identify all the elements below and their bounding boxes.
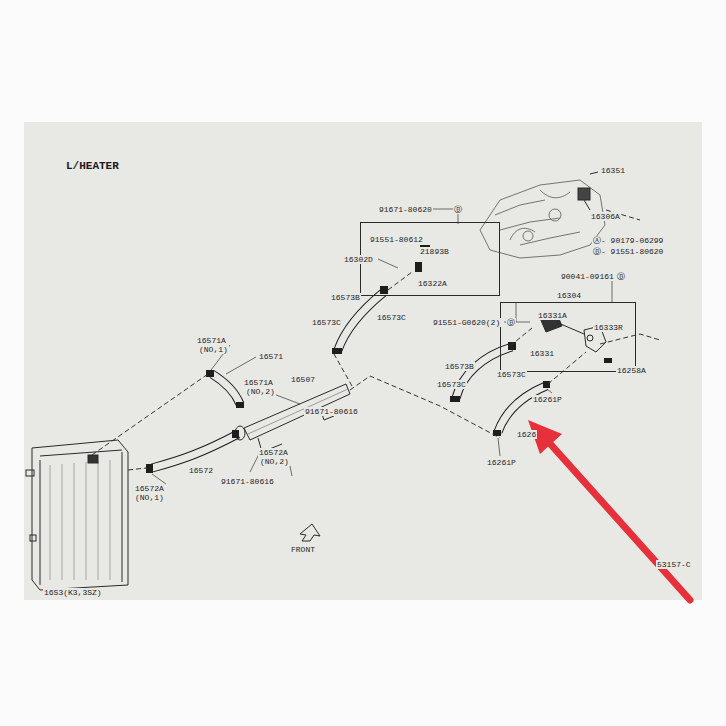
callout-number: (NO,1): [198, 345, 229, 354]
callout-number: 16573C: [436, 380, 467, 389]
group-box: 91551-80612 21893B 16322A: [360, 222, 500, 296]
callout-number: Ⓐ- 90179-06299: [592, 236, 664, 245]
callout-number: 16331A: [537, 311, 568, 320]
callout-number: 16573B: [444, 362, 475, 371]
callout-number: 16571: [258, 352, 284, 361]
callout-number: 16322A: [417, 279, 448, 288]
callout-number: 16261P: [486, 458, 517, 467]
callout-number: 91671-80616: [304, 407, 359, 416]
callout-number: 16507: [290, 375, 316, 384]
callout-number: 16571A: [196, 336, 227, 345]
callout-number: 16304: [556, 291, 582, 300]
page-title: L/HEATER: [66, 160, 119, 172]
callout-number: 91671-80616: [220, 477, 275, 486]
callout-number: 21893B: [419, 247, 450, 256]
callout-number: 91551-G0620(2): [432, 318, 501, 327]
callout-number: 16573C: [311, 318, 342, 327]
callout-number: 91671-80620: [378, 205, 433, 214]
callout-number: (NO,1): [134, 493, 165, 502]
callout-number: 1626: [516, 430, 537, 439]
callout-number: (NO,2): [259, 457, 290, 466]
callout-number: 16572A: [134, 484, 165, 493]
callout-number: 53157-C: [656, 560, 692, 569]
callout-number: 16306A: [590, 212, 621, 221]
callout-number: Ⓑ- 91551-80620: [592, 247, 664, 256]
callout-number: 16573C: [376, 313, 407, 322]
group-box: 16331A 16333R 16331: [500, 302, 636, 372]
callout-number: Ⓑ: [453, 205, 463, 214]
callout-number: (NO,2): [245, 387, 276, 396]
callout-number: 16258A: [616, 366, 647, 375]
callout-number: Ⓑ: [616, 272, 626, 281]
callout-number: 16572A: [258, 448, 289, 457]
callout-number: Ⓑ: [506, 318, 516, 327]
callout-number: 16351: [600, 166, 626, 175]
callout-number: 16573B: [330, 293, 361, 302]
callout-number: 91551-80612: [369, 235, 424, 244]
callout-number: 16302D: [343, 255, 374, 264]
callout-number: 16571A: [243, 378, 274, 387]
callout-number: 16261P: [532, 395, 563, 404]
callout-number: 90041-09161: [560, 272, 615, 281]
callout-number: FRONT: [290, 545, 316, 554]
callout-number: 16573C: [496, 370, 527, 379]
callout-number: 16572: [188, 466, 214, 475]
callout-number: 16331: [529, 349, 555, 358]
callout-number: 16S3(K3,3SZ): [43, 588, 103, 597]
callout-number: 16333R: [593, 323, 624, 332]
